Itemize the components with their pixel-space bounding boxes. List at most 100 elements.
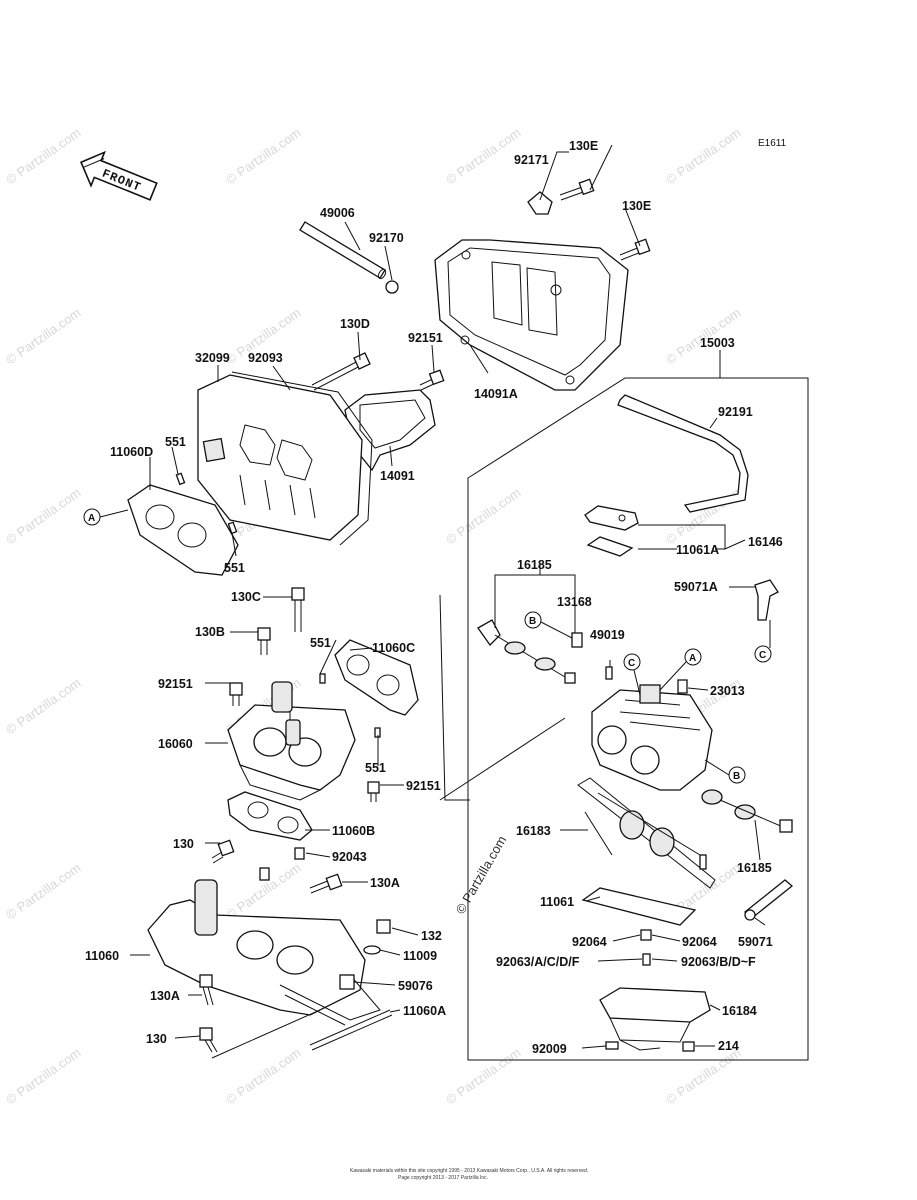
divider-line — [439, 717, 566, 801]
watermark: © Partzilla.com — [443, 485, 523, 548]
bolt-130e — [619, 238, 651, 261]
part-label-11060: 11060 — [85, 949, 119, 963]
watermark: © Partzilla.com — [663, 485, 743, 548]
part-label-130c: 130C — [231, 590, 261, 604]
pin-49019 — [605, 666, 613, 680]
watermark: © Partzilla.com — [3, 675, 83, 738]
watermark: © Partzilla.com — [3, 485, 83, 548]
part-label-11060c: 11060C — [372, 641, 415, 655]
part-label-130b: 130B — [195, 625, 225, 639]
throttle-shaft-16185 — [701, 789, 793, 833]
part-label-11060b: 11060B — [332, 824, 375, 838]
callout-b: B — [704, 759, 746, 784]
bolt-92151 — [419, 369, 445, 391]
callout-a: A — [83, 508, 129, 526]
bracket-16146 — [584, 505, 639, 531]
part-label-16146: 16146 — [748, 535, 783, 549]
diagram-code: E1611 — [758, 138, 787, 149]
part-label-16060: 16060 — [158, 737, 193, 751]
carb-holder-16060 — [227, 681, 356, 801]
gasket-11060b — [227, 791, 313, 841]
copyright-line: Page copyright 2013 - 2017 Partzilla Inc… — [398, 1175, 488, 1181]
part-label-92151: 92151 — [158, 677, 193, 691]
carburetor-body — [591, 684, 713, 791]
callout-c: C — [754, 645, 772, 663]
part-label-15003: 15003 — [700, 336, 735, 350]
bolt-130e — [559, 178, 595, 201]
part-label-92064: 92064 — [682, 935, 717, 949]
front-arrow-icon: FRONT — [80, 150, 158, 201]
collar-92043 — [294, 847, 305, 860]
clamp-92170 — [385, 280, 399, 294]
center-watermark: © Partzilla.com — [453, 833, 510, 916]
part-label-130: 130 — [146, 1032, 167, 1046]
gasket-11061 — [581, 887, 697, 926]
air-box-plate — [197, 371, 373, 546]
screw-92009 — [605, 1041, 619, 1050]
part-label-92043: 92043 — [332, 850, 367, 864]
part-label-92151: 92151 — [408, 331, 443, 345]
leader-lines — [130, 144, 771, 1059]
part-label-14091a: 14091A — [474, 387, 518, 401]
watermark: © Partzilla.com — [3, 125, 83, 188]
callout-c: C — [623, 653, 641, 696]
pin-551 — [175, 472, 186, 486]
screw-214 — [682, 1041, 695, 1052]
part-label-551: 551 — [365, 761, 386, 775]
part-label-92063-b: 92063/B/D~F — [681, 955, 756, 969]
divider-line — [439, 594, 470, 801]
part-label-130a: 130A — [150, 989, 180, 1003]
watermark: © Partzilla.com — [663, 1045, 743, 1108]
part-label-92151: 92151 — [406, 779, 441, 793]
air-box-cover — [434, 239, 629, 391]
bolt-92151 — [229, 682, 243, 706]
part-label-11061: 11061 — [540, 895, 574, 909]
svg-text:C: C — [628, 658, 635, 669]
part-label-16183: 16183 — [516, 824, 551, 838]
part-label-11060a: 11060A — [403, 1004, 446, 1018]
float-16183 — [597, 792, 707, 870]
bolt-130d — [311, 352, 371, 391]
fitting-59071 — [743, 879, 794, 921]
intake-manifold-11060 — [147, 879, 381, 1026]
part-label-132: 132 — [421, 929, 442, 943]
float-bowl-16184 — [599, 987, 711, 1051]
callout-a: A — [659, 648, 702, 691]
part-label-130d: 130D — [340, 317, 370, 331]
watermark: © Partzilla.com — [3, 305, 83, 368]
hose-92191 — [617, 394, 749, 513]
part-label-130e: 130E — [622, 199, 651, 213]
part-label-130: 130 — [173, 837, 194, 851]
svg-text:C: C — [759, 650, 766, 661]
watermark: © Partzilla.com — [223, 1045, 303, 1108]
watermark: © Partzilla.com — [3, 860, 83, 923]
fitting-59071a — [754, 579, 779, 621]
part-label-49019: 49019 — [590, 628, 625, 642]
watermark: © Partzilla.com — [663, 125, 743, 188]
svg-text:B: B — [733, 771, 740, 782]
copyright-line: Kawasaki materials within this site copy… — [350, 1168, 588, 1174]
callout-b: B — [524, 611, 573, 639]
bolt-130c — [291, 587, 305, 632]
bolt-130b — [257, 627, 271, 655]
fitting-59076 — [339, 974, 355, 990]
part-label-11060d: 11060D — [110, 445, 153, 459]
bolt-130 — [199, 1027, 218, 1053]
part-label-59071: 59071 — [738, 935, 773, 949]
part-label-23013: 23013 — [710, 684, 745, 698]
svg-text:A: A — [689, 653, 696, 664]
part-label-14091: 14091 — [380, 469, 415, 483]
throttle-shaft-16185 — [477, 619, 576, 684]
svg-text:B: B — [529, 616, 536, 627]
bolt-130a — [309, 873, 343, 894]
part-label-92170: 92170 — [369, 231, 404, 245]
gasket-11060c — [334, 639, 419, 716]
watermark: © Partzilla.com — [443, 125, 523, 188]
part-label-59076: 59076 — [398, 979, 433, 993]
collar — [259, 867, 270, 881]
hose-49006 — [299, 221, 387, 280]
screw-23013 — [677, 679, 688, 694]
watermark: © Partzilla.com — [3, 1045, 83, 1108]
part-label-59071a: 59071A — [674, 580, 718, 594]
watermark: © Partzilla.com — [443, 1045, 523, 1108]
